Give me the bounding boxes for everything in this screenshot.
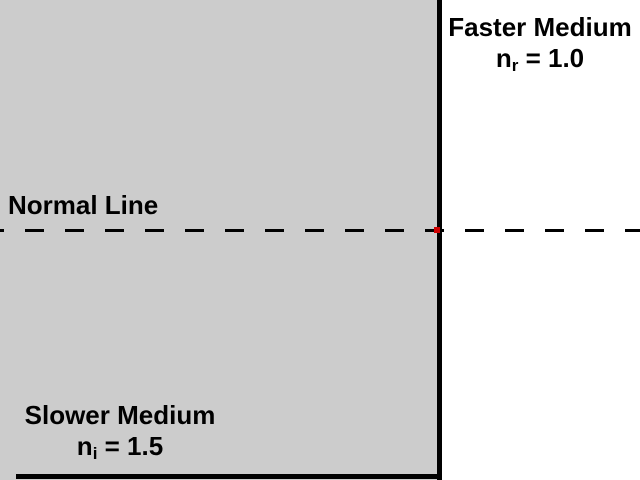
faster-medium-index-base: n [495, 43, 512, 73]
slower-medium-region [0, 0, 437, 480]
normal-line-label-text: Normal Line [8, 190, 159, 220]
incidence-point-dot [434, 227, 440, 233]
normal-line-dashed [0, 229, 640, 232]
faster-medium-index: nr = 1.0 [440, 43, 640, 74]
normal-line-label: Normal Line [8, 190, 158, 220]
faster-medium-index-subscript: r [511, 56, 519, 75]
slower-medium-index-value: = 1.5 [97, 431, 164, 461]
faster-medium-label: Faster Medium nr = 1.0 [440, 12, 640, 74]
slower-medium-index-subscript: i [92, 444, 98, 463]
media-interface-line [437, 0, 442, 480]
slower-medium-name: Slower Medium [24, 400, 216, 430]
faster-medium-name: Faster Medium [448, 12, 632, 42]
slower-medium-label: Slower Medium ni = 1.5 [20, 400, 220, 462]
slower-medium-index-base: n [76, 431, 93, 461]
faster-medium-index-value: = 1.0 [518, 43, 585, 73]
slower-medium-index: ni = 1.5 [20, 431, 220, 462]
slower-medium-bottom-border [16, 474, 442, 479]
